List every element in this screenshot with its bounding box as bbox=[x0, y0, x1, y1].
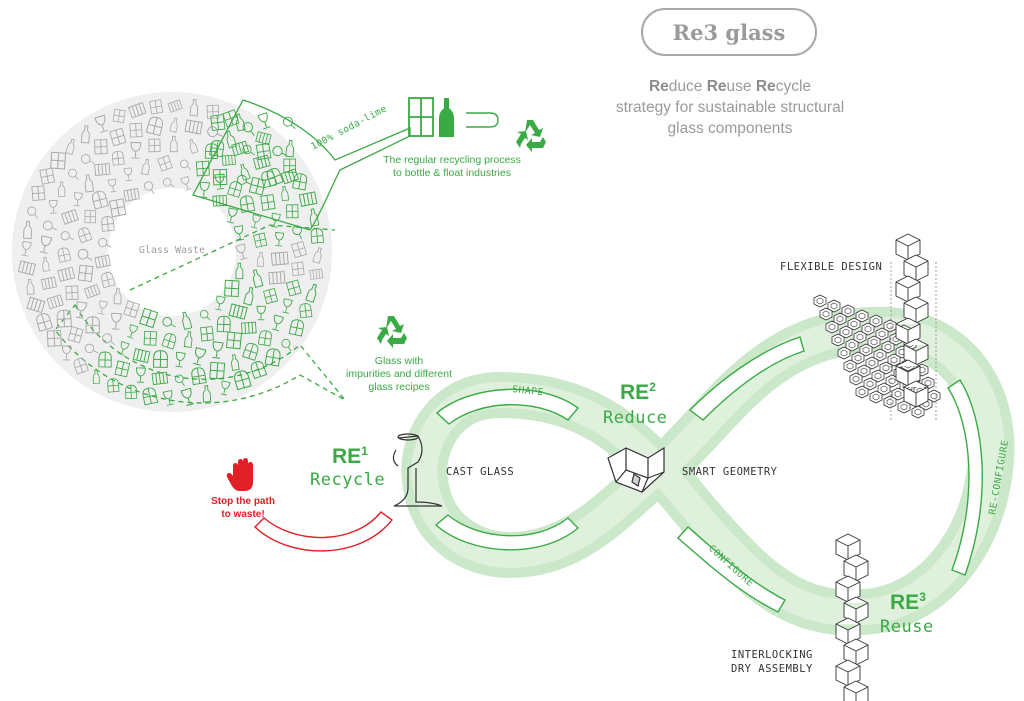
window-bottle-group bbox=[408, 97, 499, 137]
hex-module bbox=[819, 307, 833, 321]
soda-lime-label: 100% soda-lime bbox=[309, 103, 389, 152]
stop-line-1: Stop the path bbox=[211, 496, 275, 507]
column-block bbox=[903, 296, 929, 324]
interlocking-line-1: INTERLOCKING bbox=[731, 649, 813, 661]
column-block bbox=[843, 554, 869, 582]
re1-sup: 1 bbox=[361, 444, 368, 458]
flexible-design-label: FLEXIBLE DESIGN bbox=[780, 261, 883, 273]
column-block bbox=[843, 680, 869, 701]
hex-module bbox=[831, 333, 845, 347]
re3-prefix: RE bbox=[890, 591, 920, 614]
re2-tag: RE2 bbox=[620, 380, 656, 405]
re1-word: Recycle bbox=[310, 470, 386, 490]
reuse-rest: use bbox=[726, 78, 756, 95]
column-block bbox=[903, 338, 929, 366]
smart-geometry-icon bbox=[607, 446, 665, 493]
column-block bbox=[835, 533, 861, 561]
subtitle: Reduce Reuse Recycle strategy for sustai… bbox=[580, 76, 880, 139]
smart-geometry-label: SMART GEOMETRY bbox=[682, 466, 778, 478]
impurities-line-3: glass recipes bbox=[368, 381, 430, 393]
title-badge: Re3 glass bbox=[641, 8, 817, 56]
hex-module bbox=[855, 385, 869, 399]
subtitle-line-2: strategy for sustainable structural bbox=[615, 99, 845, 116]
column-block bbox=[843, 596, 869, 624]
glass-waste-label: Glass Waste bbox=[138, 245, 206, 256]
regular-recycling-note: The regular recycling process to bottle … bbox=[352, 154, 552, 180]
flexible-column bbox=[895, 233, 929, 408]
column-block bbox=[895, 317, 921, 345]
shape-label: SHAPE bbox=[512, 384, 545, 398]
subtitle-line-1: Reduce Reuse Recycle bbox=[580, 76, 880, 97]
interlocking-line-2: DRY ASSEMBLY bbox=[731, 663, 813, 675]
reconfigure-arrow bbox=[947, 379, 983, 576]
column-block bbox=[843, 638, 869, 666]
impurities-sector bbox=[54, 303, 346, 404]
re3-word: Reuse bbox=[880, 617, 934, 637]
configure-arrow bbox=[677, 526, 786, 613]
interlocking-column bbox=[835, 533, 869, 701]
column-block bbox=[895, 233, 921, 261]
shape-arrow bbox=[435, 388, 580, 425]
re2-prefix: RE bbox=[620, 381, 650, 404]
hex-module bbox=[837, 346, 851, 360]
impurities-note: Glass with impurities and different glas… bbox=[344, 355, 454, 394]
interlocking-label: INTERLOCKING DRY ASSEMBLY bbox=[731, 648, 813, 676]
shape-lower-arrow bbox=[434, 514, 580, 551]
loop-arrows bbox=[434, 336, 983, 613]
cast-glass-icon bbox=[392, 433, 443, 507]
hex-module bbox=[813, 294, 827, 308]
soda-lime-sector bbox=[192, 99, 411, 231]
impurities-line-2: impurities and different bbox=[345, 368, 453, 380]
re1-prefix: RE bbox=[332, 445, 362, 468]
subtitle-line-3: glass components bbox=[667, 120, 793, 137]
column-block bbox=[903, 380, 929, 408]
window-icon bbox=[408, 97, 434, 137]
hex-module bbox=[843, 359, 857, 373]
hex-module bbox=[849, 372, 863, 386]
stop-note: Stop the path to waste! bbox=[196, 495, 290, 521]
recycle-icon bbox=[516, 120, 546, 152]
stop-hand-icon bbox=[226, 458, 253, 491]
impurities-line-1: Glass with bbox=[374, 355, 424, 367]
re2-sup: 2 bbox=[649, 380, 656, 394]
re3-sup: 3 bbox=[919, 590, 926, 604]
re2-word: Reduce bbox=[603, 408, 668, 428]
re1-tag: RE1 bbox=[332, 444, 368, 469]
bottle-icon bbox=[439, 98, 454, 137]
column-block bbox=[835, 659, 861, 687]
regular-recycling-line-2: to bottle & float industries bbox=[393, 167, 511, 179]
cast-glass-label: CAST GLASS bbox=[446, 466, 515, 478]
hex-module bbox=[911, 405, 925, 419]
page-title: Re3 glass bbox=[672, 19, 786, 45]
infinity-brush bbox=[401, 306, 1015, 636]
column-block bbox=[835, 575, 861, 603]
recycle-rest: cycle bbox=[775, 78, 812, 95]
column-block bbox=[895, 275, 921, 303]
hex-module bbox=[869, 390, 883, 404]
stop-arc bbox=[253, 511, 394, 552]
hex-module bbox=[883, 395, 897, 409]
reduce-bold: Re bbox=[648, 78, 669, 95]
re3-tag: RE3 bbox=[890, 590, 926, 615]
return-arrow bbox=[466, 112, 499, 128]
regular-recycling-line-1: The regular recycling process bbox=[383, 154, 521, 166]
reuse-bold: Re bbox=[706, 78, 727, 95]
stop-line-2: to waste! bbox=[221, 509, 265, 520]
recycle-icon bbox=[377, 316, 407, 348]
reduce-upper-arrow bbox=[688, 336, 805, 421]
column-block bbox=[835, 617, 861, 645]
recycle-bold: Re bbox=[755, 78, 776, 95]
column-block bbox=[903, 254, 929, 282]
reduce-rest: duce bbox=[668, 78, 707, 95]
hex-module bbox=[825, 320, 839, 334]
column-block bbox=[895, 359, 921, 387]
